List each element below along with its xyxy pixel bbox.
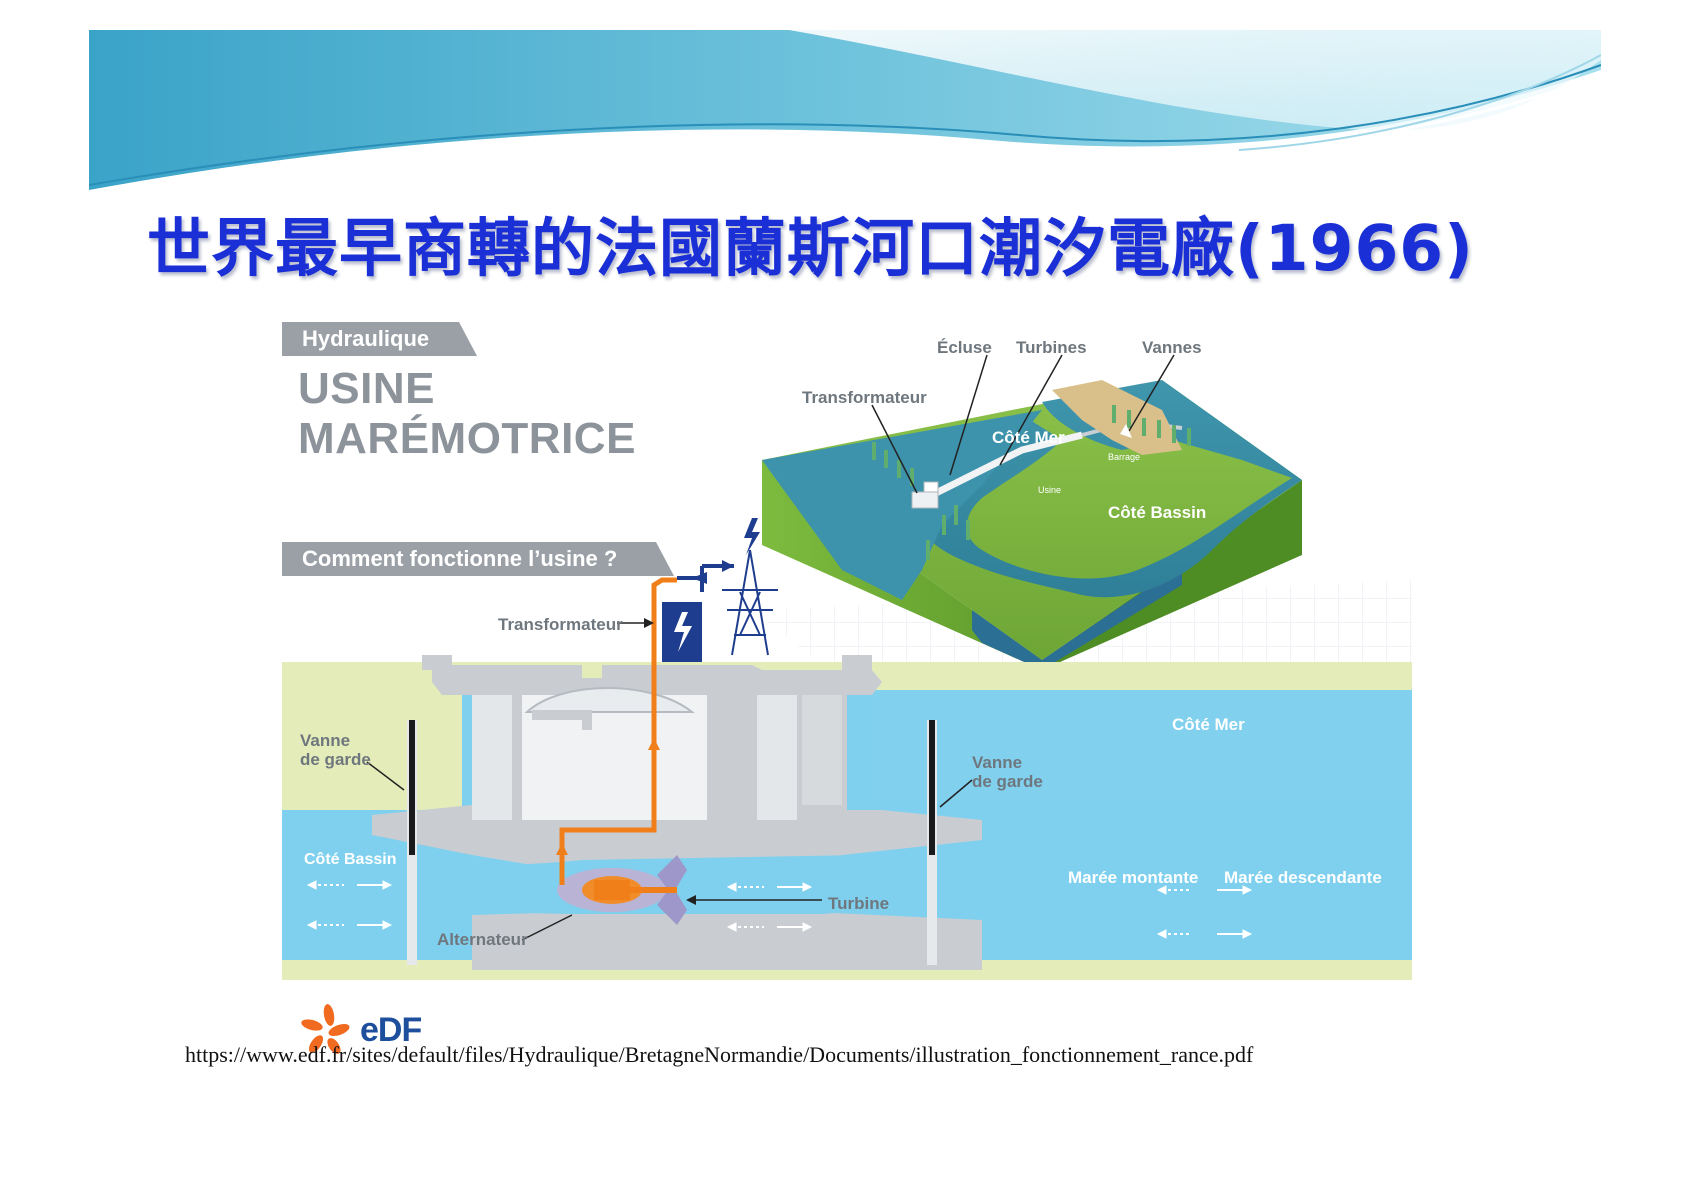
heading-line-1: USINE [298,364,435,413]
label-vanne-right-2: de garde [972,772,1043,791]
section-tag: Hydraulique [282,322,477,356]
label-ecluse: Écluse [937,338,992,357]
label-cote-mer: Côté Mer [1172,715,1245,734]
label-turbine: Turbine [828,894,890,913]
label-cote-bassin: Côté Bassin [304,851,397,868]
label-vanne-left-1: Vanne [300,731,351,750]
plant-diagram [282,354,1412,980]
label-barrage: Barrage [1108,452,1141,462]
aerial-view [762,354,1302,670]
label-alternateur: Alternateur [437,930,528,949]
wave-banner [89,30,1601,205]
slide: 世界最早商轉的法國蘭斯河口潮汐電廠(1966) [89,30,1601,1165]
tidal-plant-illustration: Hydraulique USINE MARÉMOTRICE Comment fo… [282,310,1412,1120]
label-usine: Usine [1038,485,1062,495]
label-maree-montante: Marée montante [1068,868,1199,887]
label-transformateur-aerial: Transformateur [802,388,927,407]
label-vannes: Vannes [1142,338,1202,357]
edf-logo-icon [301,1004,350,1054]
label-cote-mer-aerial: Côté Mer [992,428,1065,447]
cross-section [282,518,1412,980]
edf-logo-text: eDF [360,1011,422,1049]
question-tag: Comment fonctionne l’usine ? [282,542,674,576]
label-transformateur: Transformateur [498,615,623,634]
label-vanne-right-1: Vanne [972,753,1023,772]
source-link[interactable]: https://www.edf.fr/sites/default/files/H… [185,1042,1254,1067]
slide-title: 世界最早商轉的法國蘭斯河口潮汐電廠(1966) [147,212,1474,285]
label-cote-bassin-aerial: Côté Bassin [1108,503,1207,522]
label-vanne-left-2: de garde [300,750,371,769]
heading-line-2: MARÉMOTRICE [298,414,636,463]
label-maree-descendante: Marée descendante [1224,868,1382,887]
label-turbines: Turbines [1016,338,1087,357]
